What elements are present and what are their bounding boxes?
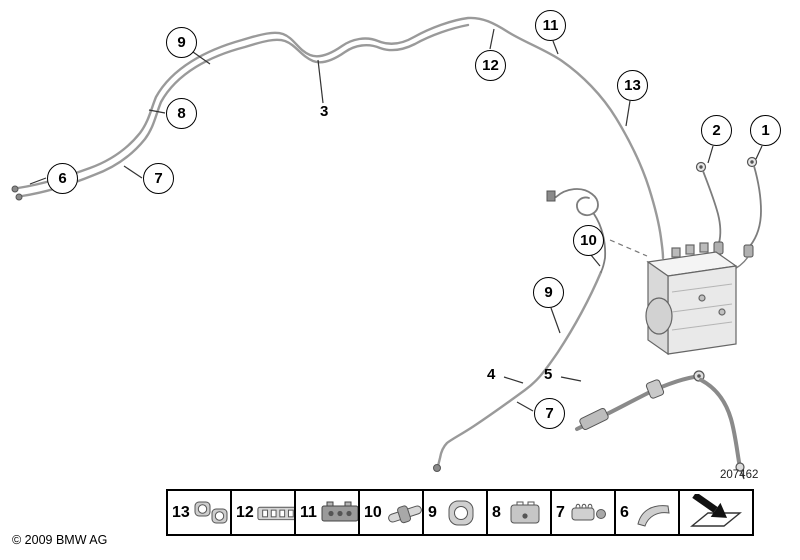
callout-label: 7 (154, 170, 163, 187)
callout-label: 10 (580, 232, 597, 249)
callout-label: 9 (177, 34, 186, 51)
line-holder-rail-icon (256, 496, 298, 530)
legend-number: 12 (236, 503, 254, 521)
abs-hydro-unit (645, 242, 738, 356)
callout-11[interactable]: 11 (535, 10, 566, 41)
legend-cell-12[interactable]: 12 (230, 489, 298, 536)
callout-2[interactable]: 2 (701, 115, 732, 146)
part-10-pipe (555, 188, 607, 273)
part-10-connector (546, 190, 556, 202)
callout-label: 12 (482, 57, 499, 74)
legend-cell-8[interactable]: 8 (486, 489, 552, 536)
callout-1[interactable]: 1 (750, 115, 781, 146)
callout-10[interactable]: 10 (573, 225, 604, 256)
callout-label: 11 (542, 17, 559, 34)
brake-pipes (16, 16, 665, 468)
callout-9-top[interactable]: 9 (166, 27, 197, 58)
diagram-number: 207462 (720, 469, 759, 481)
legend-cell-10[interactable]: 10 (358, 489, 424, 536)
callout-label: 9 (544, 284, 553, 301)
legend-number: 8 (492, 503, 501, 521)
callout-label: 2 (712, 122, 721, 139)
leader-lines (29, 28, 763, 412)
callout-label: 6 (58, 170, 67, 187)
legend-number: 9 (428, 503, 437, 521)
legend-number: 6 (620, 503, 629, 521)
line-holder-block-icon (319, 496, 361, 530)
callout-6[interactable]: 6 (47, 163, 78, 194)
legend-cell-6[interactable]: 6 (614, 489, 680, 536)
clamp-block-icon (503, 496, 548, 530)
legend-number: 7 (556, 503, 565, 521)
part-5-hose (575, 370, 745, 480)
legend-cell-11[interactable]: 11 (294, 489, 360, 536)
callout-label: 7 (545, 405, 554, 422)
callout-label: 8 (177, 105, 186, 122)
callout-7-lower[interactable]: 7 (534, 398, 565, 429)
copyright-text: © 2009 BMW AG (12, 533, 108, 547)
dashed-line (609, 239, 648, 257)
legend-more-box[interactable] (678, 489, 754, 536)
pipe-clip-pair-icon (192, 496, 232, 530)
legend-number: 10 (364, 503, 382, 521)
callout-7-left[interactable]: 7 (143, 163, 174, 194)
legend-number: 13 (172, 503, 190, 521)
callout-12[interactable]: 12 (475, 50, 506, 81)
callout-label: 1 (761, 122, 770, 139)
pipe-end-fittings (11, 185, 441, 472)
callout-9-mid[interactable]: 9 (533, 277, 564, 308)
legend-cell-13[interactable]: 13 (166, 489, 232, 536)
parts-1-2-pipes (695, 156, 762, 273)
next-diagram-arrow-icon (682, 493, 750, 532)
parts-legend-strip: 13 12 (166, 489, 754, 536)
callout-13[interactable]: 13 (617, 70, 648, 101)
legend-cell-7[interactable]: 7 (550, 489, 616, 536)
spring-clip-icon (567, 496, 612, 530)
inline-label-3: 3 (320, 103, 329, 120)
grommet-icon (439, 496, 484, 530)
bracket-icon (631, 496, 676, 530)
legend-number: 11 (300, 503, 317, 521)
callout-8[interactable]: 8 (166, 98, 197, 129)
legend-cell-9[interactable]: 9 (422, 489, 488, 536)
inline-label-4: 4 (487, 366, 496, 383)
pipe-with-clamp-icon (384, 496, 426, 530)
inline-label-5: 5 (544, 366, 553, 383)
callout-label: 13 (624, 77, 641, 94)
